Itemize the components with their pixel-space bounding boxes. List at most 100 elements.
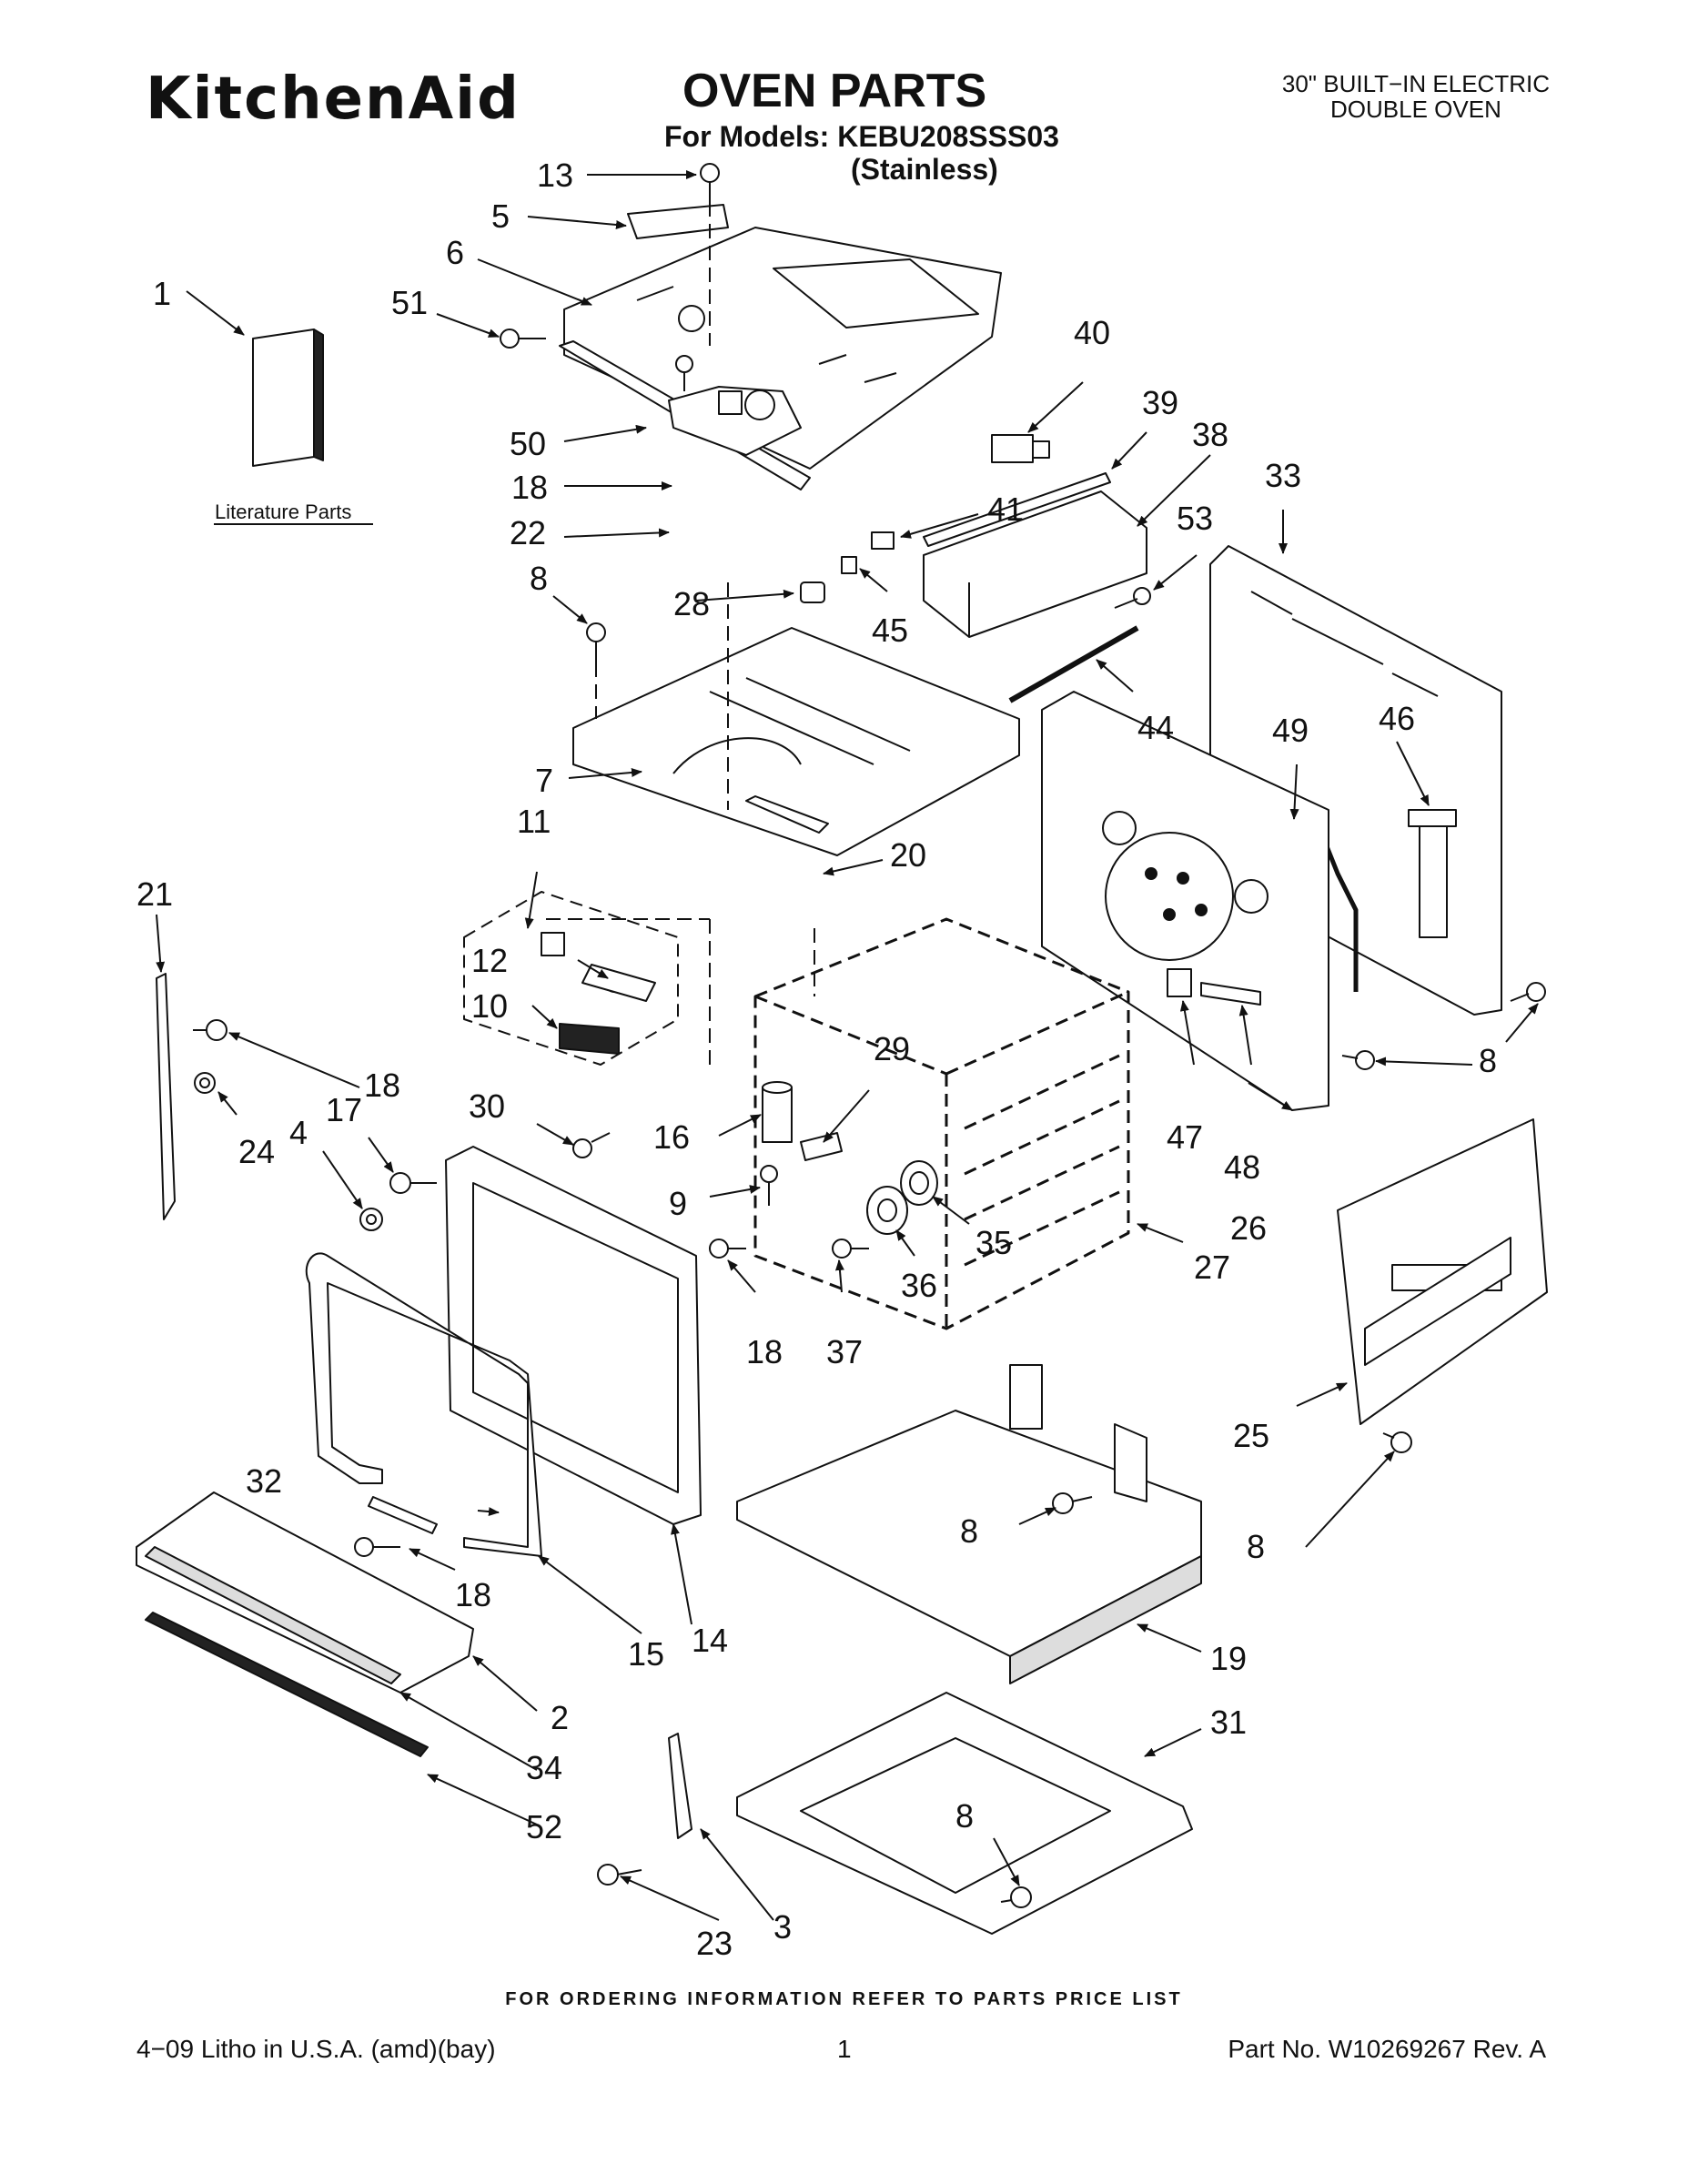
callout-6: 6 (446, 234, 464, 271)
callout-48: 48 (1224, 1148, 1260, 1186)
tray-19 (736, 1364, 1202, 1684)
knob-36 (866, 1186, 908, 1235)
literature-parts-label: Literature Parts (215, 500, 351, 523)
strip-21 (156, 973, 176, 1220)
callout-4: 4 (289, 1114, 308, 1151)
screw-17 (389, 1172, 437, 1194)
literature-booklet (252, 329, 324, 467)
screw-18-bottom (354, 1537, 400, 1557)
callout-1: 1 (153, 275, 171, 312)
top-panel-6 (563, 227, 1002, 470)
callout-38: 38 (1192, 416, 1228, 453)
screw-13 (700, 163, 720, 202)
callout-52: 52 (526, 1808, 562, 1845)
clip-32 (368, 1496, 438, 1534)
box-46 (1408, 809, 1457, 938)
tube-39 (923, 472, 1111, 547)
callout-13: 13 (537, 157, 573, 194)
callout-8-b: 8 (1479, 1042, 1497, 1079)
callout-50: 50 (510, 425, 546, 462)
callout-27: 27 (1194, 1249, 1230, 1286)
part-number: Part No. W10269267 Rev. A (1228, 2035, 1546, 2063)
page-number: 1 (837, 2035, 852, 2063)
callout-35: 35 (975, 1224, 1012, 1261)
callout-12: 12 (471, 942, 508, 979)
callout-8: 8 (530, 560, 548, 597)
callout-34: 34 (526, 1749, 562, 1786)
screw-8-rear (1341, 1050, 1375, 1070)
bracket-29 (800, 1132, 843, 1161)
page-title: OVEN PARTS (682, 65, 987, 117)
callout-40: 40 (1074, 314, 1110, 351)
oven-cavity-27 (753, 917, 1130, 1330)
bottom-panel-7 (572, 627, 1020, 856)
callout-18-d: 18 (511, 469, 548, 506)
callout-30: 30 (469, 1087, 505, 1125)
litho-info: 4−09 Litho in U.S.A. (amd)(bay) (136, 2035, 496, 2063)
callout-29: 29 (874, 1030, 910, 1067)
screw-18-mid (709, 1239, 746, 1259)
callout-7: 7 (535, 762, 553, 799)
callout-14: 14 (692, 1622, 728, 1659)
screw-53 (1114, 587, 1151, 609)
appliance-line-2: DOUBLE OVEN (1330, 96, 1501, 123)
callout-28: 28 (673, 585, 710, 622)
strip-20 (745, 795, 829, 834)
appliance-description: 30" BUILT−IN ELECTRIC DOUBLE OVEN (1282, 71, 1550, 122)
callout-45: 45 (872, 612, 908, 649)
screw-8-mid (586, 622, 606, 662)
callout-51: 51 (391, 284, 428, 321)
callout-15: 15 (628, 1635, 664, 1673)
callout-22: 22 (510, 514, 546, 551)
duct-38 (923, 490, 1147, 638)
callout-23: 23 (696, 1925, 733, 1962)
models-line: For Models: KEBU208SSS03 (664, 120, 1059, 153)
bracket-assembly-22 (668, 386, 802, 456)
callout-36: 36 (901, 1267, 937, 1304)
grommet-24 (194, 1072, 216, 1094)
screw-18-left (193, 1019, 227, 1041)
side-bracket-25 (1337, 1118, 1548, 1425)
callout-20: 20 (890, 836, 926, 874)
callout-18: 18 (364, 1067, 400, 1104)
screw-30 (572, 1132, 611, 1158)
appliance-line-1: 30" BUILT−IN ELECTRIC (1281, 70, 1550, 97)
nut-4 (359, 1208, 383, 1231)
callout-2: 2 (551, 1699, 569, 1736)
vent-grille-34 (145, 1546, 401, 1684)
fitting-41 (871, 531, 895, 550)
callout-49: 49 (1272, 712, 1309, 749)
base-pan-31 (736, 1692, 1193, 1935)
callout-21: 21 (136, 875, 173, 913)
brand-logo: KitchenAid (146, 66, 521, 133)
variant-label: (Stainless) (851, 153, 998, 186)
screw-9 (760, 1165, 778, 1206)
screw-8-right (1510, 982, 1546, 1002)
sensor-47 (1167, 968, 1192, 997)
callout-labels: 1 2 3 4 5 6 7 8 9 10 11 12 13 14 15 16 1… (136, 157, 1497, 1962)
callout-8-c: 8 (960, 1512, 978, 1550)
callout-16: 16 (653, 1118, 690, 1156)
callout-24: 24 (238, 1133, 275, 1170)
callout-33: 33 (1265, 457, 1301, 494)
callout-10: 10 (471, 987, 508, 1025)
callout-26: 26 (1230, 1209, 1267, 1247)
callout-18-b: 18 (746, 1333, 783, 1370)
light-socket-12 (541, 932, 656, 1002)
screw-51 (500, 329, 546, 349)
rear-wall-26 (1041, 691, 1329, 1111)
screw-8-tray (1052, 1492, 1093, 1514)
callout-9: 9 (669, 1185, 687, 1222)
callout-32: 32 (246, 1462, 282, 1500)
callout-39: 39 (1142, 384, 1178, 421)
callout-44: 44 (1137, 709, 1174, 746)
callout-47: 47 (1167, 1118, 1203, 1156)
screw-37 (832, 1239, 869, 1259)
rod-44 (1008, 625, 1139, 703)
strip-52 (145, 1612, 429, 1757)
callout-11: 11 (517, 803, 551, 840)
callout-17: 17 (326, 1091, 362, 1128)
vent-trim-2 (136, 1491, 474, 1694)
screw-8-side (1382, 1431, 1412, 1453)
